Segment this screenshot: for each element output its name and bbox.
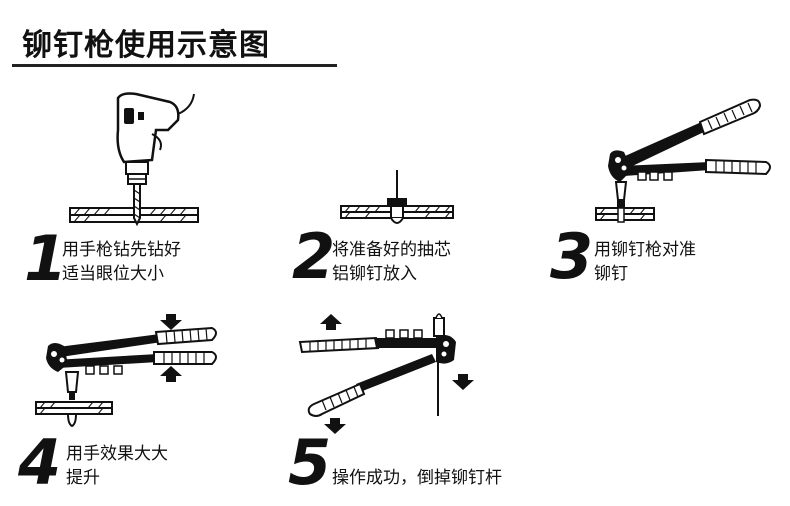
- rivet-gun-icon: [595, 98, 771, 223]
- page-title: 铆钉枪使用示意图: [22, 28, 270, 63]
- step-caption-line1: 用手枪钻先钻好: [62, 240, 181, 260]
- arrow-icon: [160, 366, 182, 382]
- arrow-icon: [452, 374, 474, 390]
- step-caption-line2: 铆钉: [594, 264, 628, 284]
- step-number: 2: [292, 220, 336, 293]
- title-underline: [12, 64, 337, 67]
- step-caption-line2: 铝铆钉放入: [332, 264, 417, 284]
- rivet-icon: [340, 170, 454, 224]
- rivet-gun-icon: [35, 314, 217, 428]
- step-caption-line2: 提升: [66, 468, 100, 488]
- step-caption-line2: 适当眼位大小: [62, 264, 164, 284]
- step-caption-line1: 用手效果大大: [66, 444, 168, 464]
- step-number: 3: [550, 220, 594, 293]
- step-caption-line1: 操作成功，倒掉铆钉杆: [332, 468, 502, 488]
- step-number: 4: [18, 426, 62, 499]
- step-number: 5: [288, 426, 332, 499]
- rivet-gun-icon: [298, 313, 474, 434]
- arrow-icon: [160, 314, 182, 330]
- step-number: 1: [24, 222, 68, 295]
- step-caption-line1: 用铆钉枪对准: [594, 240, 696, 260]
- step-caption-line1: 将准备好的抽芯: [332, 240, 451, 260]
- hand-drill-icon: [69, 92, 199, 227]
- arrow-icon: [320, 314, 342, 330]
- arrow-icon: [324, 418, 346, 434]
